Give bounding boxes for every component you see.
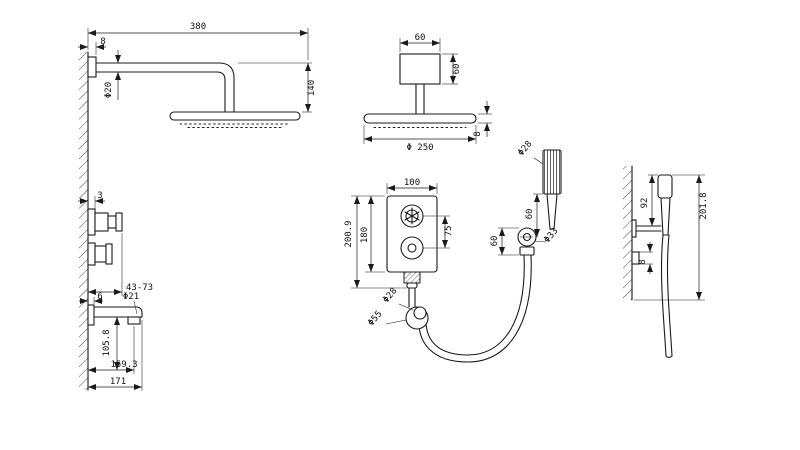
wall-hatch [79, 52, 88, 390]
dim-spout-drop-label: 105.8 [102, 329, 112, 356]
dim-holder-diameter-label: Φ33 [542, 226, 560, 245]
dim-arm-diameter-label: Φ20 [104, 82, 114, 98]
dim-head-thickness-label: 8 [473, 131, 483, 136]
shower-head-side [169, 111, 301, 121]
dim-spout-reach-label: 159.3 [110, 360, 137, 370]
dim-spout-drop: 105.8 [102, 317, 120, 370]
dim-mixer-height-label: 180 [360, 227, 370, 243]
dim-bracket-width-label: 60 [415, 33, 426, 43]
holder-wall-plate [631, 219, 637, 238]
dim-overall-height-label: 201.8 [699, 192, 709, 219]
mixer-knob-bottom [400, 236, 424, 260]
dim-outlet-depth-label: 8 [638, 259, 648, 264]
shower-arm-inner [95, 71, 226, 113]
dim-holder-to-top: 92 [640, 174, 658, 226]
dim-head-diameter-label: Φ 250 [406, 143, 433, 153]
mixer-knob-top [400, 204, 424, 228]
hose-outer [418, 254, 532, 363]
dim-trim-depth-range-label: 43-73 [126, 283, 153, 293]
side-view-shower: 380 8 Φ20 140 [78, 22, 317, 391]
dim-holder-to-top-label: 92 [640, 198, 650, 209]
shower-arm-outer [95, 62, 235, 113]
hose-side-outer [660, 234, 667, 357]
front-view-mixer: 100 75 180 200.9 [344, 178, 454, 308]
dim-arm-length-label: 380 [190, 22, 206, 32]
hose-side-end [665, 355, 673, 359]
dim-mixer-width: 100 [386, 178, 438, 194]
dim-spout-diameter: Φ21 [123, 292, 139, 315]
hose-inner [425, 254, 525, 356]
dim-spout-flange-depth-label: 6 [97, 292, 102, 302]
dim-holder-height: 60 [490, 227, 519, 256]
dim-spout-flange-depth: 6 [79, 292, 103, 304]
dim-mixer-height: 180 [351, 195, 385, 273]
dim-holder-height-label: 60 [490, 236, 500, 247]
head-bracket [399, 53, 441, 85]
dim-holder-diameter: Φ33 [534, 226, 561, 245]
dim-handset-diameter-label: Φ28 [516, 139, 534, 158]
dim-hose-diameter: Φ28 [381, 286, 414, 311]
dim-knob-spacing-label: 75 [444, 226, 454, 237]
dim-bracket-height-label: 60 [452, 64, 462, 75]
dim-head-thickness: 8 [473, 101, 492, 137]
dim-mixer-total-height-label: 200.9 [344, 220, 354, 247]
dim-spout-reach-total-label: 171 [110, 377, 126, 387]
mixer-outlet [403, 271, 421, 284]
dim-head-to-holder-label: 60 [525, 209, 535, 220]
dim-handset-diameter: Φ28 [516, 139, 544, 165]
dim-arm-length: 380 [87, 22, 309, 60]
dim-connector-diameter-label: Φ55 [366, 309, 384, 328]
dim-flange-depth: 8 [78, 37, 106, 55]
wall-hatch-right [623, 166, 632, 300]
dim-valve-offset: 3 [78, 191, 105, 209]
hose-side-inner [666, 234, 673, 357]
handset-holder [517, 227, 537, 256]
dim-spout-reach-total: 171 [88, 320, 143, 391]
front-view-head: 60 60 8 Φ 250 [363, 33, 492, 153]
handset-head-side [657, 174, 673, 199]
dim-head-drop: 140 [238, 62, 317, 113]
wall-outlet-elbow [631, 251, 640, 265]
dim-head-diameter: Φ 250 [363, 125, 477, 153]
dim-knob-spacing: 75 [423, 215, 454, 249]
dim-arm-diameter: Φ20 [104, 50, 121, 100]
dim-trim-depth-range: 43-73 [88, 233, 153, 296]
dim-head-drop-label: 140 [307, 80, 317, 96]
dim-mixer-total-height: 200.9 [344, 196, 407, 289]
dim-connector-diameter: Φ55 [366, 309, 407, 328]
arm-wall-flange [87, 56, 97, 78]
handset-head [542, 149, 562, 195]
dim-valve-offset-label: 3 [97, 191, 102, 201]
shower-head-front [363, 113, 477, 124]
dim-flange-depth-label: 8 [100, 37, 105, 47]
valve-trim-side [87, 208, 123, 266]
dim-overall-height: 201.8 [634, 174, 709, 301]
dim-spout-reach: 159.3 [88, 326, 138, 374]
dim-outlet-depth: 8 [638, 242, 653, 274]
dim-hose-diameter-label: Φ28 [381, 286, 399, 305]
dim-head-to-holder: 60 [520, 193, 543, 238]
handset-handle [546, 193, 558, 230]
dim-bracket-height: 60 [442, 53, 462, 85]
dim-spout-diameter-label: Φ21 [123, 292, 139, 302]
side-view-hand-shower: 92 201.8 8 [623, 165, 709, 359]
tub-spout-side [87, 304, 143, 326]
dim-bracket-width: 60 [399, 33, 441, 52]
hose-connector-core [413, 306, 427, 320]
dim-mixer-width-label: 100 [404, 178, 420, 188]
handset-handle-side [660, 197, 671, 236]
mixer-outlet-tip [406, 282, 418, 289]
